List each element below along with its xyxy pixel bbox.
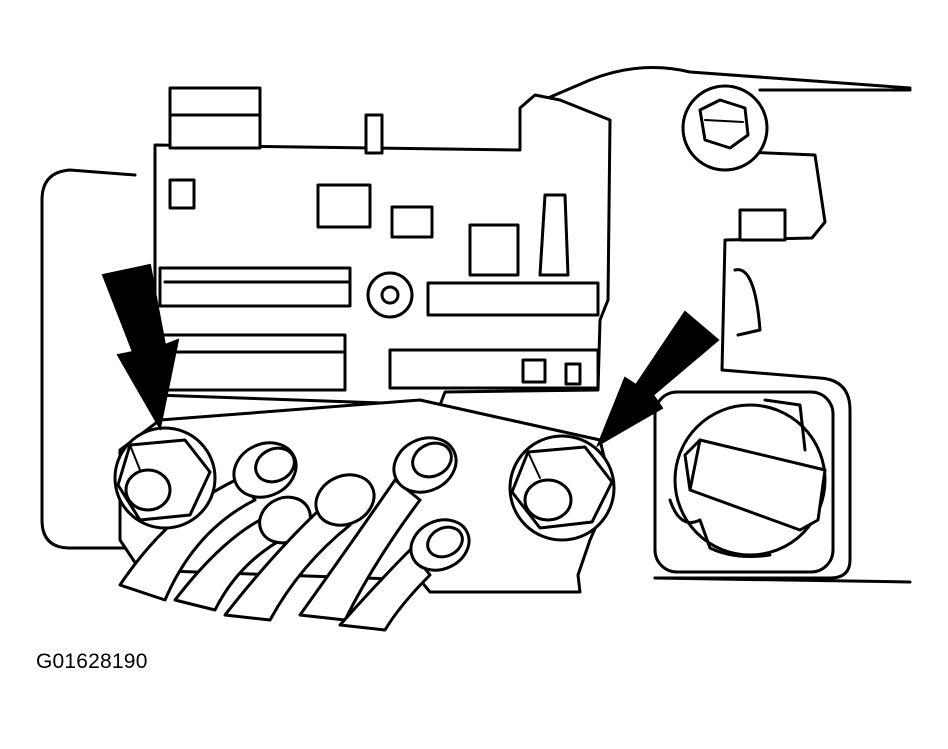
brake-lines — [118, 436, 471, 632]
right-mounting-nut — [508, 434, 616, 542]
arrow-down-icon — [101, 263, 180, 431]
valve-block — [153, 86, 787, 407]
arrow-down-left-icon — [595, 310, 720, 448]
top-bolt — [681, 84, 769, 172]
figure-id-label: G01628190 — [36, 650, 148, 673]
left-mounting-nut — [113, 426, 217, 530]
pump-motor — [653, 390, 835, 574]
